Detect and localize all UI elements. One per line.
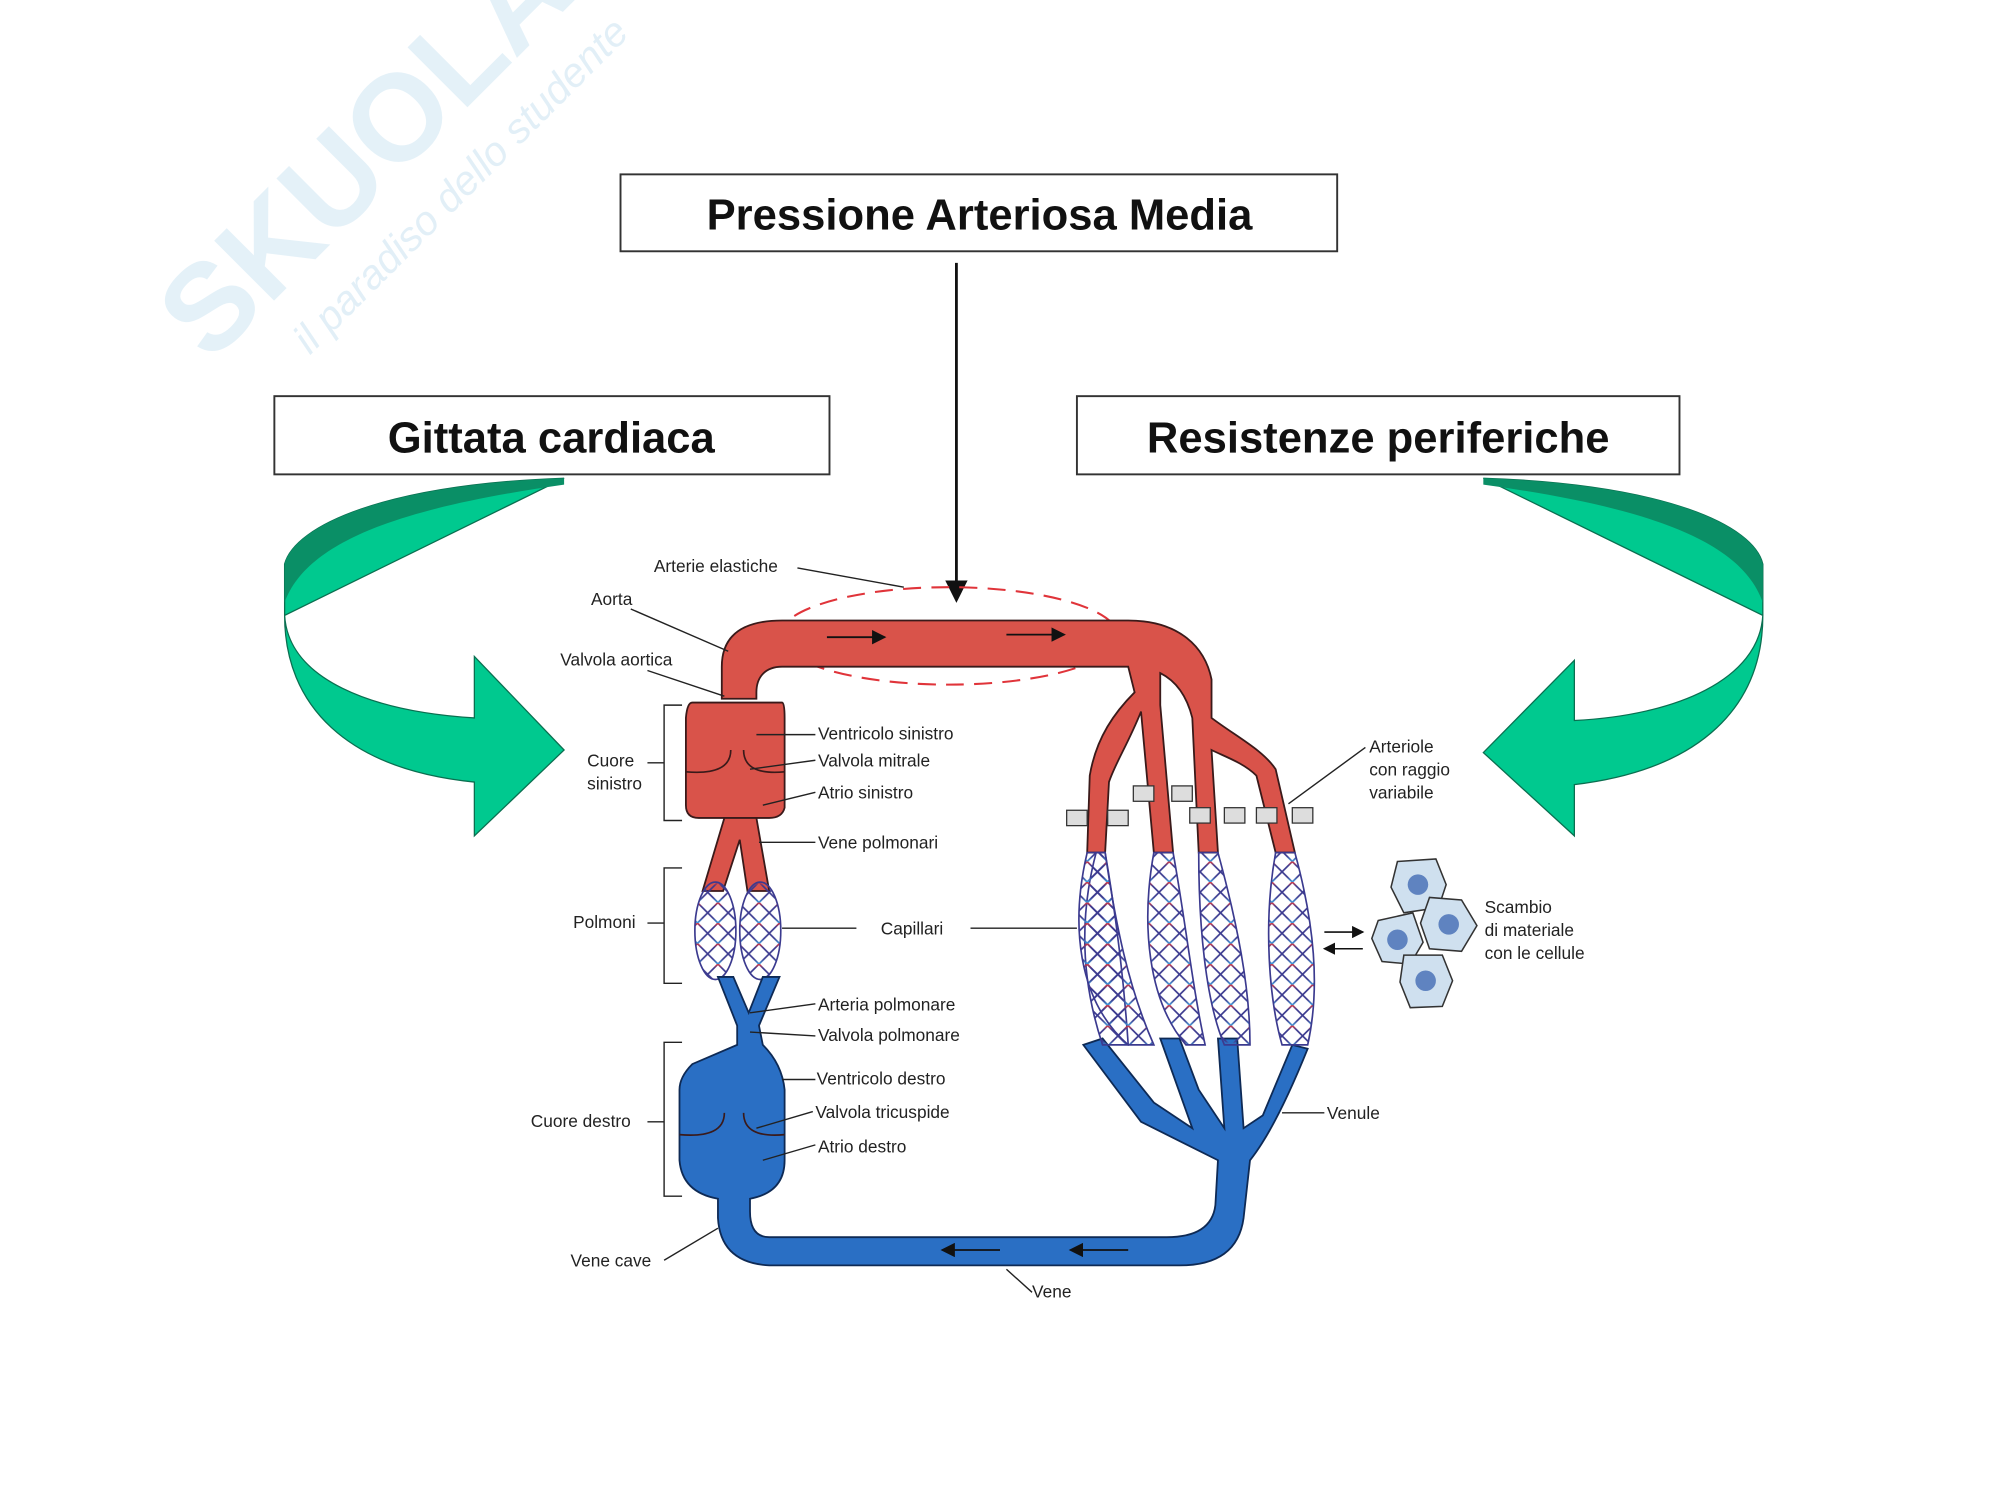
- left-green-arrow: [283, 477, 566, 838]
- label-ventricolo-sinistro: Ventricolo sinistro: [818, 724, 954, 744]
- brackets: [647, 704, 683, 1197]
- label-cuore-sinistro-1: Cuore: [587, 751, 634, 771]
- label-aorta: Aorta: [591, 589, 633, 609]
- label-ventricolo-destro: Ventricolo destro: [817, 1069, 946, 1089]
- cardiac-output-label: Gittata cardiaca: [388, 415, 716, 463]
- mean-arterial-pressure-box: Pressione Arteriosa Media: [619, 173, 1339, 253]
- label-atrio-destro: Atrio destro: [818, 1137, 906, 1157]
- venous-system: [678, 976, 1309, 1267]
- arterial-system: [685, 619, 1296, 892]
- label-cuore-sinistro-2: sinistro: [587, 774, 642, 794]
- label-arteriole-3: variabile: [1369, 783, 1433, 803]
- label-arteriole-2: con raggio: [1369, 760, 1450, 780]
- label-arterie-elastiche: Arterie elastiche: [654, 556, 778, 576]
- label-vene: Vene: [1032, 1281, 1071, 1301]
- label-atrio-sinistro: Atrio sinistro: [818, 783, 913, 803]
- labels: Arterie elastiche Aorta Valvola aortica …: [531, 556, 1585, 1302]
- label-polmoni: Polmoni: [573, 912, 636, 932]
- label-valvola-tricuspide: Valvola tricuspide: [815, 1102, 949, 1122]
- label-venule: Venule: [1327, 1103, 1380, 1123]
- label-scambio-2: di materiale: [1485, 920, 1574, 940]
- label-valvola-polmonare: Valvola polmonare: [818, 1025, 960, 1045]
- label-valvola-mitrale: Valvola mitrale: [818, 751, 930, 771]
- label-scambio-1: Scambio: [1485, 897, 1552, 917]
- exchange-arrows: [1322, 925, 1365, 955]
- leader-lines: [630, 567, 1366, 1293]
- label-scambio-3: con le cellule: [1485, 943, 1585, 963]
- lung-capillaries: [694, 881, 782, 981]
- label-arteria-polmonare: Arteria polmonare: [818, 994, 955, 1014]
- systemic-capillaries: [1078, 851, 1316, 1046]
- label-vene-polmonari: Vene polmonari: [818, 833, 938, 853]
- label-capillari: Capillari: [881, 919, 943, 939]
- right-green-arrow: [1482, 477, 1764, 838]
- tissue-cells: [1370, 858, 1478, 1009]
- label-vene-cave: Vene cave: [571, 1251, 652, 1271]
- peripheral-resistance-label: Resistenze periferiche: [1147, 415, 1610, 463]
- label-valvola-aortica: Valvola aortica: [560, 649, 673, 669]
- arteriole-clamps: [1066, 785, 1314, 827]
- peripheral-resistance-box: Resistenze periferiche: [1075, 395, 1681, 476]
- aorta-flow-arrows: [826, 627, 1066, 645]
- label-cuore-destro: Cuore destro: [531, 1111, 631, 1131]
- cardiac-output-box: Gittata cardiaca: [273, 395, 831, 476]
- label-arteriole-1: Arteriole: [1369, 737, 1433, 757]
- mean-arterial-pressure-label: Pressione Arteriosa Media: [707, 191, 1254, 239]
